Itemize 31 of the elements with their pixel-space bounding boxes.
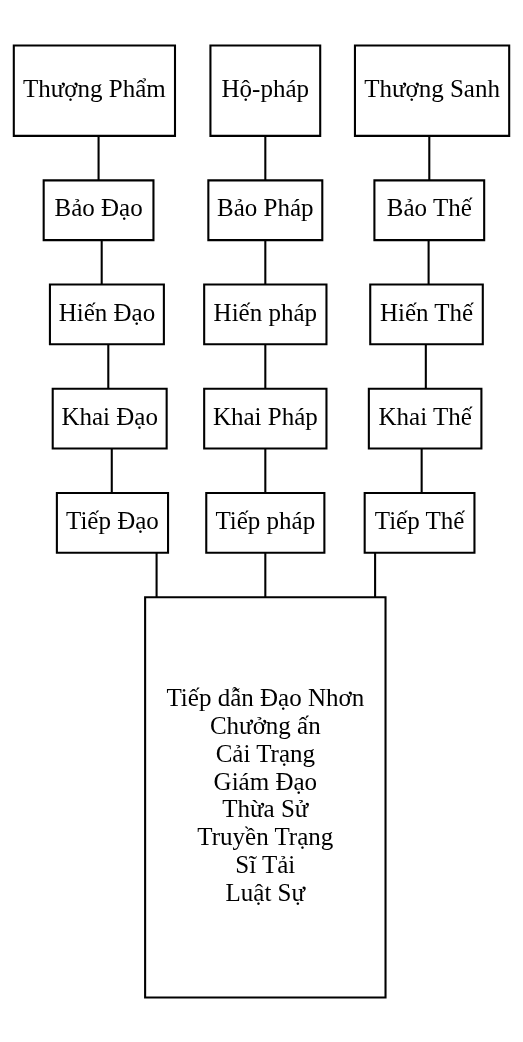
node-box: Hiến pháp [203,283,328,345]
node-box: Bảo Thế [373,178,486,241]
node-box: Tiếp dẫn Đạo Nhơn Chưởng ấn Cải Trạng Giám Đạo Thừa Sử Truyền Trạng Sĩ Tải Luật Sự [144,595,387,998]
node-box: Thượng Sanh [353,44,511,137]
node-box: Tiếp pháp [205,491,326,554]
connector [264,344,267,389]
node-box: Thượng Phẩm [12,44,177,137]
node-box: Khai Thế [367,387,483,450]
connector [264,552,267,597]
connector [420,448,423,493]
node-box: Khai Pháp [203,387,328,450]
connector [264,135,267,180]
connector [107,344,110,389]
node-box: Tiếp Đạo [55,491,170,554]
node-box: Hộ-pháp [209,44,322,137]
connector [264,448,267,493]
node-box: Tiếp Thế [363,491,476,554]
node-box: Hiến Thế [369,283,484,345]
connector [374,552,377,597]
connector [110,448,113,493]
connector [155,552,158,597]
connector [424,344,427,389]
connector [264,239,267,284]
node-box: Bảo Pháp [207,178,324,241]
connector [97,135,100,180]
node-box: Hiến Đạo [48,283,165,345]
connector [100,239,103,284]
node-box: Khai Đạo [51,387,168,450]
node-box: Bảo Đạo [42,178,155,241]
connector [427,239,430,284]
connector [428,135,431,180]
